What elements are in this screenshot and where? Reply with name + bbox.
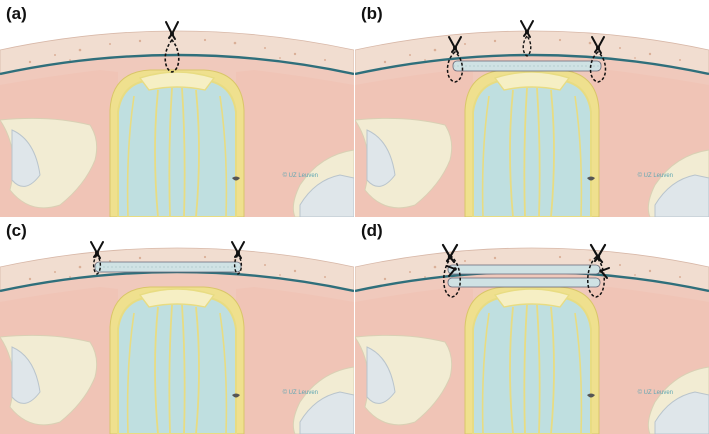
panel-c: (c) © UZ Leuven — [0, 217, 354, 434]
back-anatomy — [0, 0, 354, 217]
panel-b: (b) © UZ Leuven — [355, 0, 709, 217]
panel-label: (a) — [6, 4, 27, 23]
panel-a-illustration — [0, 0, 354, 217]
panel-a: (a) © UZ Leuven — [0, 0, 354, 217]
patch-upper — [447, 264, 601, 275]
suture-knot-icon — [446, 265, 457, 277]
suture-knot-icon — [589, 243, 607, 264]
suture-knot-icon — [599, 267, 610, 279]
panel-label: (d) — [361, 221, 383, 240]
suture-loop — [443, 255, 461, 298]
panel-label: (c) — [6, 221, 27, 240]
panel-b-illustration — [355, 0, 709, 217]
suture-loop — [522, 34, 532, 57]
panel-c-illustration — [0, 217, 354, 434]
suture-knot-icon — [165, 21, 179, 40]
panel-label: (b) — [361, 4, 383, 23]
repair-sandwich-patch — [441, 243, 610, 298]
suture-loop — [233, 253, 243, 275]
back-anatomy — [355, 0, 709, 217]
repair-underlay-patch — [446, 20, 607, 83]
suture-knot-icon — [520, 20, 534, 38]
panel-d: (d) © UZ Leuven — [355, 217, 709, 434]
repair-onlay-patch — [90, 241, 245, 275]
credit-text: © UZ Leuven — [637, 390, 673, 396]
suture-loop — [92, 253, 102, 275]
suture-loop — [446, 51, 464, 83]
suture-knot-icon — [591, 36, 605, 54]
suture-knot-icon — [231, 241, 245, 259]
suture-knot-icon — [441, 243, 459, 264]
patch-lower — [447, 277, 601, 288]
suture-loop — [164, 38, 180, 73]
credit-text: © UZ Leuven — [282, 390, 318, 396]
credit-text: © UZ Leuven — [282, 173, 318, 179]
suture-knot-icon — [448, 36, 462, 54]
suture-loop — [589, 51, 607, 83]
back-anatomy — [355, 217, 709, 434]
repair-suture — [164, 21, 180, 73]
back-anatomy — [0, 217, 354, 434]
panel-d-illustration — [355, 217, 709, 434]
suture-knot-icon — [90, 241, 104, 259]
credit-text: © UZ Leuven — [637, 173, 673, 179]
